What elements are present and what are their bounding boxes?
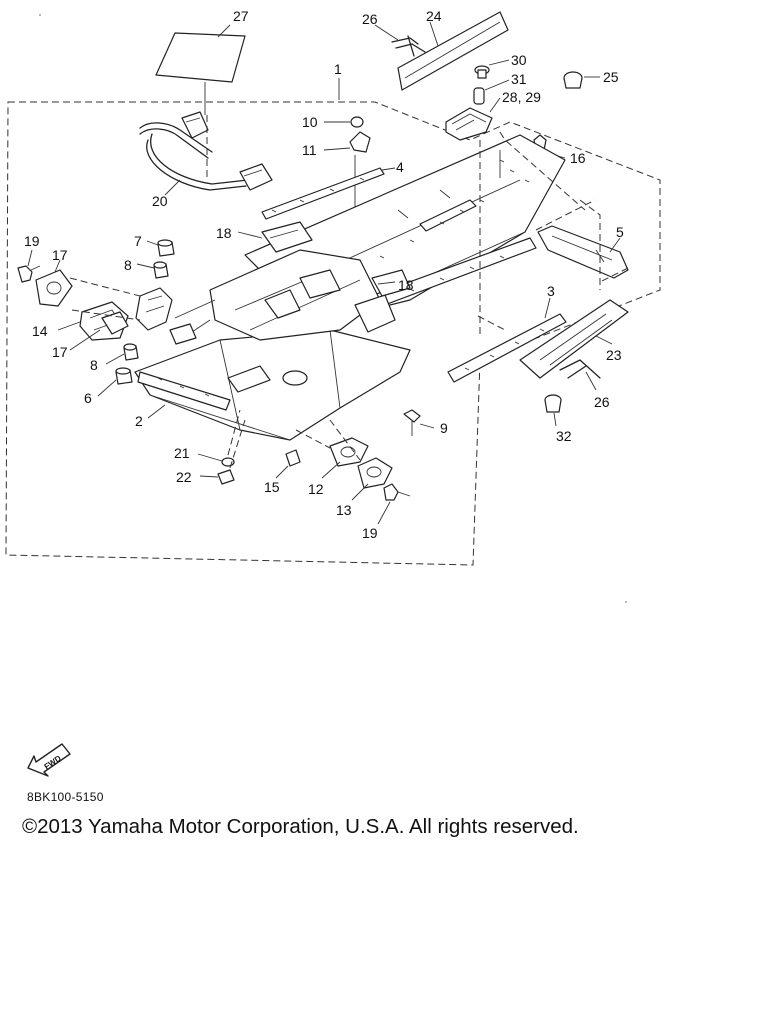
part-26-clip-top	[391, 35, 426, 57]
part-8-collar-bottom	[123, 343, 139, 361]
callout-6: 6	[84, 390, 92, 406]
callout-10: 10	[302, 114, 318, 130]
part-10-nut	[350, 116, 364, 128]
copyright-notice: ©2013 Yamaha Motor Corporation, U.S.A. A…	[22, 815, 579, 838]
part-30-bolt	[474, 65, 490, 79]
part-24-flap	[397, 11, 509, 91]
part-31-collar	[473, 87, 485, 105]
part-shock-mount	[135, 287, 197, 345]
callout-19a: 19	[24, 233, 40, 249]
callout-15: 15	[264, 479, 280, 495]
callout-7: 7	[134, 233, 142, 249]
part-11-bracket	[349, 131, 371, 153]
callout-30: 30	[511, 52, 527, 68]
part-32-cap	[544, 394, 562, 413]
callout-2: 2	[135, 413, 143, 429]
callout-8b: 8	[90, 357, 98, 373]
part-22-nut	[217, 469, 235, 485]
part-28-29-bracket	[445, 107, 493, 141]
callout-20: 20	[152, 193, 168, 209]
part-4-bar	[261, 167, 385, 220]
callout-14: 14	[32, 323, 48, 339]
part-18-bracket-right	[371, 269, 411, 297]
part-27-decal	[155, 32, 246, 83]
callout-23: 23	[606, 347, 622, 363]
part-12-plate	[329, 437, 369, 467]
callout-8a: 8	[124, 257, 132, 273]
callout-1: 1	[334, 61, 342, 77]
part-17-plate-upper	[35, 269, 73, 307]
callout-16: 16	[570, 150, 586, 166]
part-13-mount	[357, 457, 393, 489]
callout-24: 24	[426, 8, 442, 24]
diagram-code: 8BK100-5150	[27, 790, 104, 804]
callout-32: 32	[556, 428, 572, 444]
part-18-bracket-left	[261, 221, 313, 253]
callout-18b: 18	[398, 277, 414, 293]
part-9-bolt	[403, 409, 421, 436]
callout-5: 5	[616, 224, 624, 240]
part-26-clip-bottom	[559, 359, 601, 379]
part-3-rail	[447, 313, 567, 383]
part-5-bracket	[537, 225, 629, 279]
part-19-bolt-left	[17, 265, 41, 283]
parts-exploded-diagram: 1 2 3 4 5 6 7 8 8 9 10 11 12 13 14 15 16…	[5, 8, 661, 603]
part-7-collar	[157, 239, 175, 257]
callout-19b: 19	[362, 525, 378, 541]
callout-26b: 26	[594, 394, 610, 410]
part-23-flap	[519, 299, 629, 379]
callout-12: 12	[308, 481, 324, 497]
forward-arrow-icon: FWD	[27, 743, 71, 777]
part-6-collar	[115, 367, 133, 385]
callout-22: 22	[176, 469, 192, 485]
callout-27: 27	[233, 8, 249, 24]
callout-4: 4	[396, 159, 404, 175]
front-frame-lower	[134, 249, 411, 441]
callout-21: 21	[174, 445, 190, 461]
callout-9: 9	[440, 420, 448, 436]
callout-17b: 17	[52, 344, 68, 360]
callout-18a: 18	[216, 225, 232, 241]
callout-11: 11	[302, 142, 317, 158]
part-15-nut	[285, 449, 301, 467]
callout-3: 3	[547, 283, 555, 299]
callout-26a: 26	[362, 11, 378, 27]
callout-28-29: 28, 29	[502, 89, 541, 105]
callout-31: 31	[511, 71, 527, 87]
part-2-bumper	[137, 371, 231, 411]
callout-17a: 17	[52, 247, 68, 263]
callout-13: 13	[336, 502, 352, 518]
part-20-handle	[139, 111, 273, 191]
assembly-boundary	[5, 101, 661, 566]
part-25-cap	[563, 71, 583, 89]
part-19-bolt-right	[383, 483, 411, 501]
callout-25: 25	[603, 69, 619, 85]
part-8-collar-top	[153, 261, 169, 279]
